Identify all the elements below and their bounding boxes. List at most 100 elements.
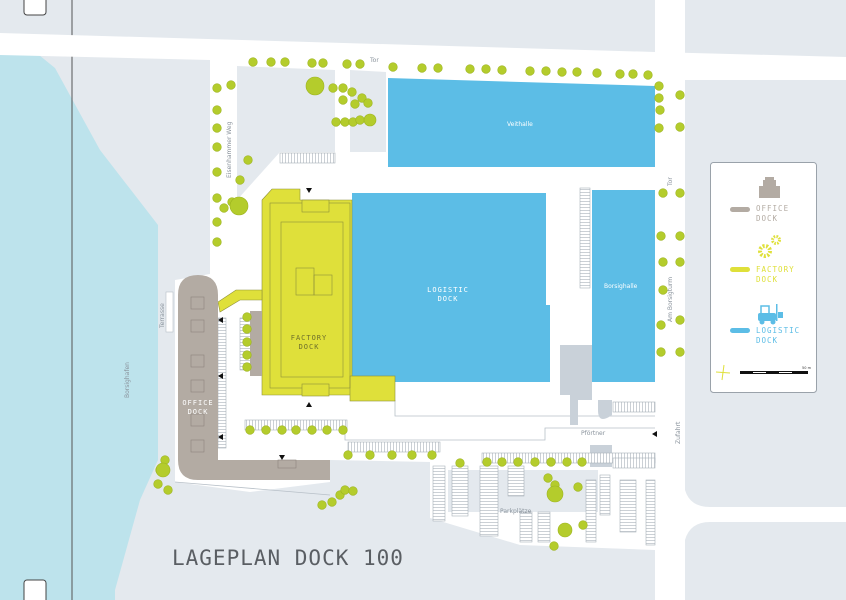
tree-icon	[219, 203, 229, 213]
factory-dock-label: FACTORY	[291, 334, 328, 342]
factory-dock-label-2: DOCK	[299, 343, 320, 351]
tree-icon	[355, 59, 365, 69]
tree-icon	[212, 217, 222, 227]
tree-icon	[592, 68, 602, 78]
tree-icon	[675, 315, 685, 325]
tree-icon	[242, 362, 252, 372]
pfoertner-label: Pförtner	[581, 430, 606, 437]
tree-icon	[350, 99, 360, 109]
tree-icon	[242, 312, 252, 322]
tree-icon	[242, 324, 252, 334]
tree-icon	[280, 57, 290, 67]
zufahrt-label: Zufahrt	[675, 421, 682, 444]
tree-icon	[656, 231, 666, 241]
legend-logistic-label-2: DOCK	[756, 336, 778, 345]
tree-icon	[578, 520, 588, 530]
tree-icon	[654, 81, 664, 91]
tree-icon	[331, 117, 341, 127]
tree-icon	[388, 62, 398, 72]
logistic-dock-label-2: DOCK	[438, 295, 459, 303]
page-title: LAGEPLAN DOCK 100	[172, 546, 404, 570]
tree-icon	[348, 486, 358, 496]
tree-icon	[658, 257, 668, 267]
tree-icon	[675, 347, 685, 357]
tree-icon	[577, 457, 587, 467]
tree-icon	[675, 188, 685, 198]
tree-icon	[658, 285, 668, 295]
pfoertner-area	[560, 345, 592, 425]
borsighafen-label: Borsighafen	[124, 362, 131, 398]
logistic-dock-building	[352, 193, 550, 382]
binder-ring-bottom	[23, 579, 47, 600]
tree-icon	[343, 450, 353, 460]
tree-icon	[163, 485, 173, 495]
tree-icon	[340, 117, 350, 127]
tree-icon	[305, 76, 325, 96]
tree-icon	[317, 500, 327, 510]
legend-swatch-logistic	[730, 328, 750, 333]
tree-icon	[266, 57, 276, 67]
tree-icon	[654, 93, 664, 103]
tree-icon	[497, 457, 507, 467]
tree-icon	[212, 193, 222, 203]
legend: OFFICE DOCK FACTORY DOCK LOGISTIC DOCK 5…	[710, 162, 817, 393]
tree-icon	[513, 457, 523, 467]
tree-icon	[615, 69, 625, 79]
road-top	[0, 33, 846, 80]
legend-office-label: OFFICE	[756, 204, 789, 213]
tree-icon	[261, 425, 271, 435]
tree-icon	[340, 485, 350, 495]
tor-label: Tor	[369, 57, 379, 64]
legend-logistic-label: LOGISTIC	[756, 326, 800, 335]
tree-icon	[433, 63, 443, 73]
tree-icon	[643, 70, 653, 80]
water-borsighafen	[0, 38, 158, 600]
tree-icon	[628, 69, 638, 79]
tree-icon	[546, 457, 556, 467]
tree-icon	[654, 123, 664, 133]
tree-icon	[357, 93, 367, 103]
tree-icon	[212, 105, 222, 115]
tree-icon	[363, 113, 377, 127]
tree-icon	[465, 64, 475, 74]
tree-icon	[407, 450, 417, 460]
legend-office-label-2: DOCK	[756, 214, 778, 223]
tree-icon	[322, 425, 332, 435]
tree-icon	[557, 522, 573, 538]
tree-icon	[212, 83, 222, 93]
tree-icon	[327, 497, 337, 507]
tree-icon	[482, 457, 492, 467]
office-dock-building	[178, 275, 330, 480]
tree-icon	[658, 188, 668, 198]
binder-ring-top	[23, 0, 47, 16]
legend-factory-label-2: DOCK	[756, 275, 778, 284]
legend-swatch-office	[730, 207, 750, 212]
veithalle-label: Veithalle	[507, 121, 533, 128]
factory-dock-building	[217, 188, 396, 402]
tree-icon	[365, 450, 375, 460]
tree-icon	[342, 59, 352, 69]
tree-icon	[546, 485, 564, 503]
green-area	[237, 66, 335, 200]
tree-icon	[338, 95, 348, 105]
veithalle-building	[388, 78, 655, 167]
tree-icon	[573, 482, 583, 492]
tree-icon	[243, 155, 253, 165]
tree-icon	[655, 105, 665, 115]
borsighalle-building	[592, 190, 655, 382]
tree-icon	[530, 457, 540, 467]
tree-icon	[229, 196, 249, 216]
tree-icon	[427, 450, 437, 460]
tree-icon	[245, 425, 255, 435]
tree-icon	[675, 122, 685, 132]
terrasse-label: Terrasse	[159, 303, 166, 329]
tree-icon	[347, 87, 357, 97]
tree-icon	[212, 123, 222, 133]
tree-icon	[355, 115, 365, 125]
tree-icon	[307, 425, 317, 435]
tree-icon	[318, 58, 328, 68]
scale-label: 50 m	[802, 366, 812, 370]
tree-icon	[212, 167, 222, 177]
tree-icon	[417, 63, 427, 73]
